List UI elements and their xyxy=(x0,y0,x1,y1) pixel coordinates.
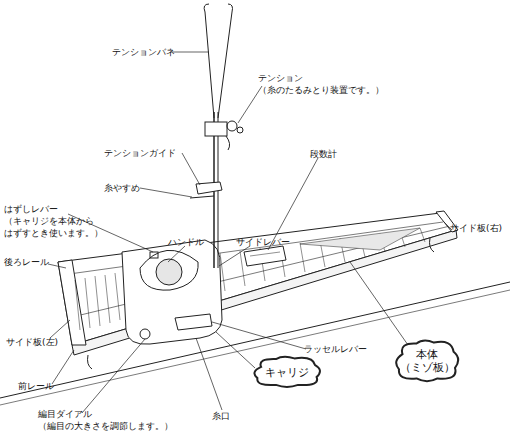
part-label: サイド板(左) xyxy=(6,336,58,348)
part-label: サイド板(右) xyxy=(450,222,502,234)
part-label: 後ろレール xyxy=(4,256,49,268)
part-label: 前レール xyxy=(18,380,54,392)
part-label: 段数計 xyxy=(310,148,337,160)
part-label: はずしレバー （キャリジを本体から はずすとき使います。） xyxy=(4,203,124,239)
cloud-text: 本体 （ミゾ板） xyxy=(392,338,462,384)
cloud-text: キャリジ xyxy=(250,355,324,389)
part-label: テンションガイド xyxy=(104,147,176,159)
part-label: ハンドル xyxy=(168,236,204,248)
part-label: テンションバネ xyxy=(112,46,175,58)
part-label: 糸やすめ xyxy=(104,182,140,194)
part-label: テンション （糸のたるみとり装置です。） xyxy=(258,72,428,96)
part-label: 編目ダイアル （編目の大きさを調節します。） xyxy=(38,408,228,432)
cloud-callout: キャリジ xyxy=(250,355,324,389)
cloud-callout: 本体 （ミゾ板） xyxy=(392,338,462,384)
part-label: ラッセルレバー xyxy=(304,343,367,355)
part-label: 糸口 xyxy=(212,410,230,422)
part-label: サイドレバー xyxy=(236,236,290,248)
